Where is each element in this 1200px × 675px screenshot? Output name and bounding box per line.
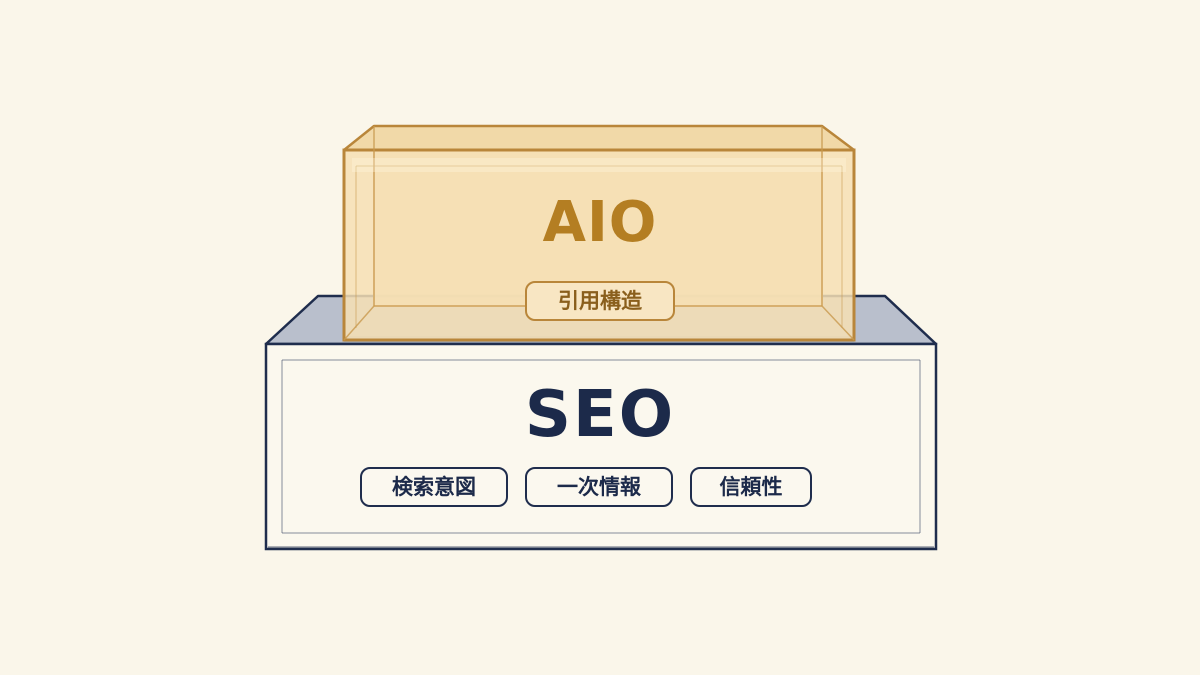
aio-block-highlight bbox=[352, 158, 846, 172]
aio-block-edge bbox=[343, 305, 375, 341]
seo-tag-trust: 信頼性 bbox=[690, 467, 812, 507]
seo-tag-search-intent: 検索意図 bbox=[360, 467, 508, 507]
aio-block-top-face bbox=[342, 124, 856, 152]
aio-block-edge bbox=[821, 305, 855, 341]
seo-block-front-face bbox=[264, 342, 938, 551]
seo-title: SEO bbox=[524, 378, 676, 452]
aio-block bbox=[342, 124, 856, 342]
aio-tag: 引用構造 bbox=[525, 281, 675, 321]
aio-title: AIO bbox=[542, 190, 658, 255]
seo-tag-primary-info: 一次情報 bbox=[525, 467, 673, 507]
